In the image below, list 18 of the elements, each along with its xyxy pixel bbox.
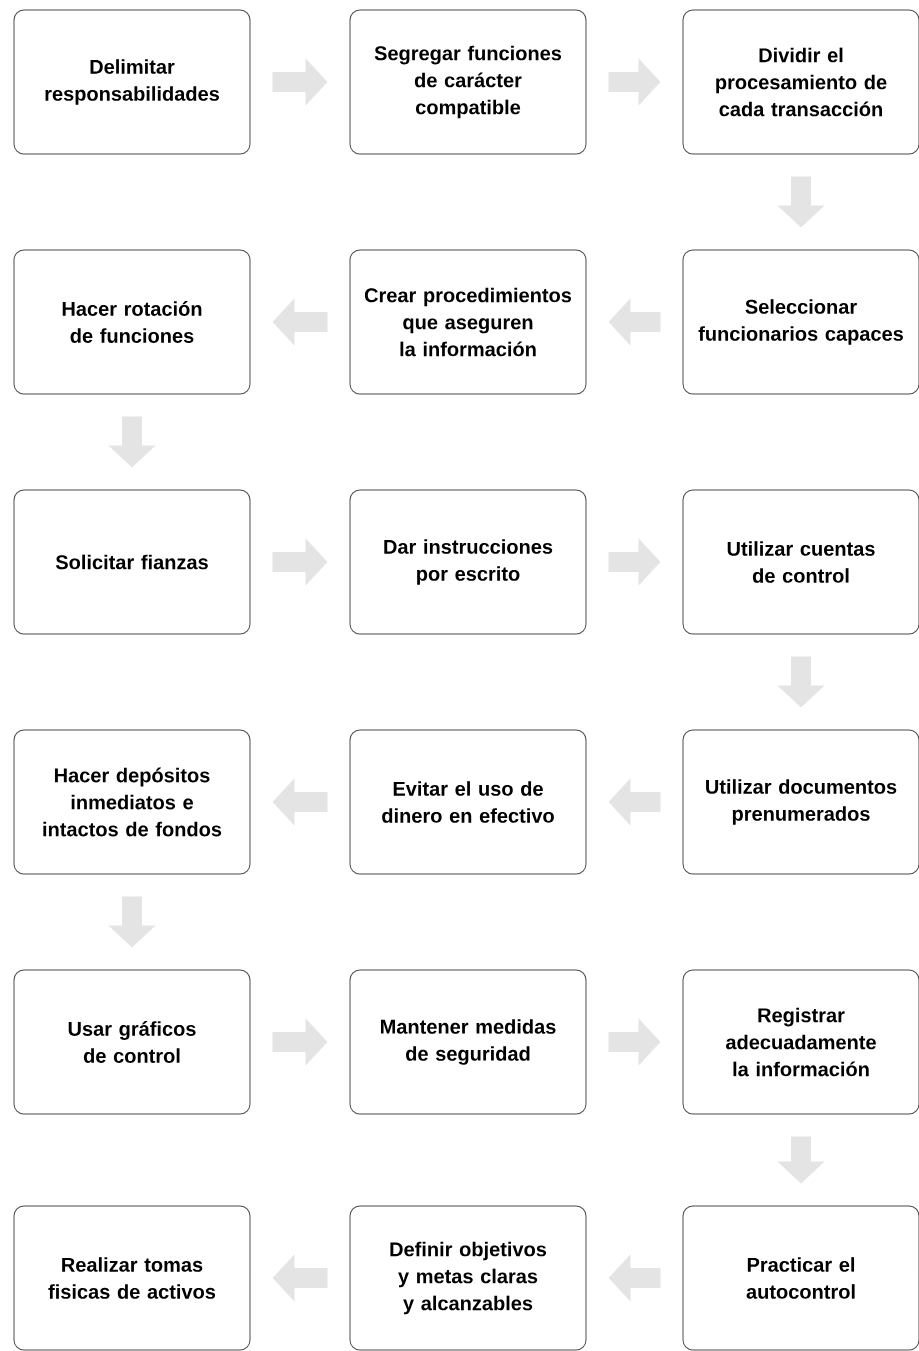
process-box: Hacer rotación de funciones (13, 249, 251, 395)
process-box: Utilizar cuentas de control (682, 489, 919, 635)
process-box: Segregar funciones de carácter compatible (349, 9, 587, 155)
process-box: Dar instrucciones por escrito (349, 489, 587, 635)
process-box: Registrar adecuadamente la información (682, 969, 919, 1115)
process-box: Dividir el procesamiento de cada transacción (682, 9, 919, 155)
process-box: Practicar el autocontrol (682, 1205, 919, 1351)
process-box: Delimitar responsabilidades (13, 9, 251, 155)
process-box: Solicitar fianzas (13, 489, 251, 635)
process-box: Mantener medidas de seguridad (349, 969, 587, 1115)
process-box: Definir objetivos y metas claras y alcanzables (349, 1205, 587, 1351)
process-box: Crear procedimientos que aseguren la información (349, 249, 587, 395)
process-box: Seleccionar funcionarios capaces (682, 249, 919, 395)
process-box: Hacer depósitos inmediatos e intactos de fondos (13, 729, 251, 875)
process-box: Evitar el uso de dinero en efectivo (349, 729, 587, 875)
process-box: Usar gráficos de control (13, 969, 251, 1115)
process-box: Realizar tomas fisicas de activos (13, 1205, 251, 1351)
process-box: Utilizar documentos prenumerados (682, 729, 919, 875)
